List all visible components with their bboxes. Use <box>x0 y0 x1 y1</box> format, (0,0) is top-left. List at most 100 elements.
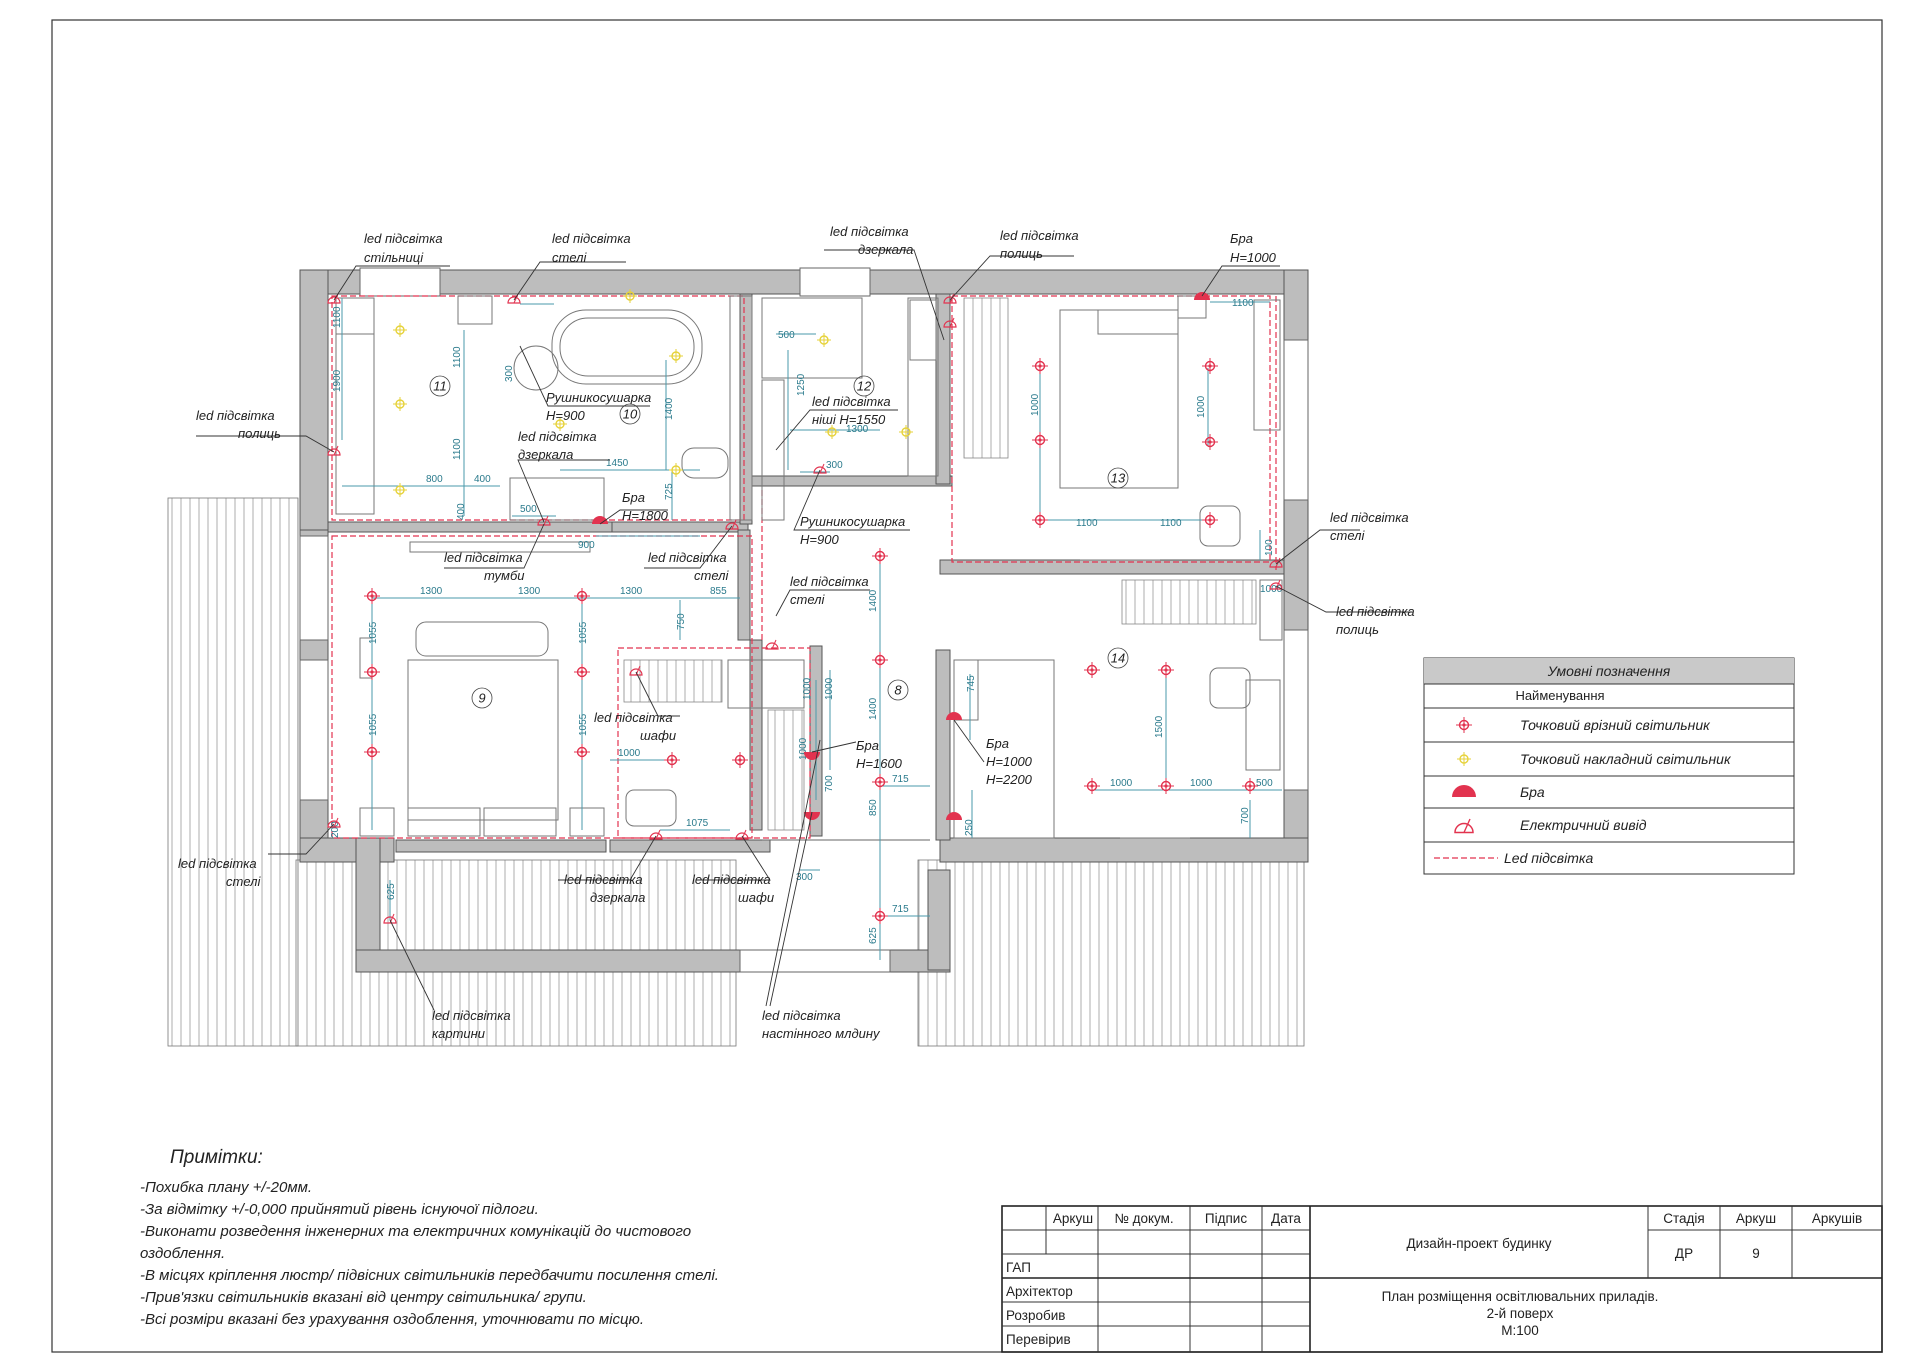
label-bra-2200-3: H=2200 <box>986 772 1033 787</box>
floor-plan: 1100 1900 800 400 400 1100 1100 500 300 … <box>167 224 1415 1047</box>
terrace-bottom-right <box>917 859 1305 1047</box>
dim-label: 800 <box>426 474 443 485</box>
label-steli-mid-1: led підсвітка <box>648 550 727 565</box>
legend-title: Умовні позначення <box>1547 663 1671 679</box>
legend-outlet-icon <box>1454 818 1474 834</box>
label-polyts-left-2: полиць <box>238 426 281 441</box>
dim-label: 1000 <box>1190 778 1213 789</box>
label-polyts-top-2: полиць <box>1000 246 1043 261</box>
dim-label: 1075 <box>686 818 709 829</box>
dim-label: 1100 <box>1076 518 1098 529</box>
dim-label: 1055 <box>368 621 379 644</box>
label-tumby-2: тумби <box>484 568 525 583</box>
legend-item-led: Led підсвітка <box>1504 850 1593 866</box>
dimension-labels: 1100 1900 800 400 400 1100 1100 500 300 … <box>330 298 1283 944</box>
note-line: -Всі розміри вказані без урахування оздо… <box>140 1311 644 1328</box>
label-shafy-1a: led підсвітка <box>594 710 673 725</box>
dim-label: 1000 <box>802 677 813 700</box>
label-mlynu-2: настінного млдину <box>762 1026 881 1041</box>
label-shafy-1b: шафи <box>640 728 676 743</box>
label-bra-1600-2: H=1600 <box>856 756 903 771</box>
label-dzerkala-mid-2: дзеркала <box>518 447 573 462</box>
label-dzerkala-top-2: дзеркала <box>858 242 913 257</box>
label-dzerkala-mid-1: led підсвітка <box>518 429 597 444</box>
dim-label: 1000 <box>618 748 641 759</box>
dim-label: 1400 <box>868 697 879 720</box>
dim-label: 715 <box>892 774 909 785</box>
note-line: -Похибка плану +/-20мм. <box>140 1179 312 1196</box>
label-steli-bottom-2: стелі <box>226 874 261 889</box>
tb-project: Дизайн-проект будинку <box>1406 1236 1551 1251</box>
wall-bottom-right <box>939 837 1309 863</box>
tb-stage-label: Стадія <box>1663 1211 1704 1226</box>
label-tumby-1: led підсвітка <box>444 550 523 565</box>
label-kartyny-1: led підсвітка <box>432 1008 511 1023</box>
dim-label: 500 <box>1256 778 1273 789</box>
legend-subtitle: Найменування <box>1515 688 1604 703</box>
label-shafy-2a: led підсвітка <box>692 872 771 887</box>
dim-label: 1300 <box>846 424 869 435</box>
dim-label: 855 <box>710 586 727 597</box>
label-steli-top-2: стелі <box>552 250 587 265</box>
note-line: оздоблення. <box>140 1245 225 1262</box>
room-number: 9 <box>478 691 485 706</box>
sheet-frame <box>51 19 1883 1353</box>
tb-row-arch: Архітектор <box>1006 1284 1073 1299</box>
dim-label: 1900 <box>332 369 343 392</box>
dim-label: 625 <box>868 927 879 944</box>
notes: Примітки: -Похибка плану +/-20мм. -За ві… <box>140 1147 719 1328</box>
room-number: 13 <box>1111 471 1126 486</box>
furniture <box>335 295 1283 841</box>
dim-label: 500 <box>778 330 795 341</box>
legend-header <box>1424 658 1794 684</box>
tb-drawing-title: План розміщення освітлювальних приладів. <box>1382 1289 1659 1304</box>
label-dzerkala-top-1: led підсвітка <box>830 224 909 239</box>
tb-stage: ДР <box>1675 1246 1693 1261</box>
label-rushnyk-1b: H=900 <box>546 408 585 423</box>
label-bra-1800-1: Бра <box>622 490 645 505</box>
note-line: -За відмітку +/-0,000 прийнятий рівень і… <box>140 1201 539 1218</box>
room-number: 8 <box>894 683 902 698</box>
tb-sheet-label: Аркуш <box>1736 1211 1776 1226</box>
note-line: -В місцях кріплення люстр/ підвісних сві… <box>140 1267 719 1284</box>
label-dzerkala-bottom-1: led підсвітка <box>564 872 643 887</box>
dim-label: 1055 <box>368 713 379 736</box>
dim-label: 300 <box>826 460 843 471</box>
dim-label: 200 <box>330 821 341 838</box>
dim-label: 1100 <box>1160 518 1182 529</box>
label-bra-2200-2: H=1000 <box>986 754 1033 769</box>
label-polyts-top-1: led підсвітка <box>1000 228 1079 243</box>
label-bra-1800-2: H=1800 <box>622 508 669 523</box>
label-steli-right-1: led підсвітка <box>1330 510 1409 525</box>
label-bra-2200-1: Бра <box>986 736 1009 751</box>
label-rushnyk-1a: Рушникосушарка <box>546 390 651 405</box>
label-polyts-right-1: led підсвітка <box>1336 604 1415 619</box>
dim-label: 745 <box>966 675 977 692</box>
dim-label: 1000 <box>1196 395 1207 418</box>
dim-label: 100 <box>1264 539 1275 556</box>
leader-lines <box>196 249 1412 1011</box>
room-number: 14 <box>1111 651 1125 666</box>
tb-floor: 2-й поверх <box>1487 1306 1554 1321</box>
tb-row-gap: ГАП <box>1006 1260 1031 1275</box>
dim-label: 300 <box>504 365 515 382</box>
dim-label: 1000 <box>1030 393 1041 416</box>
label-kartyny-2: картини <box>432 1026 485 1041</box>
dim-label: 1100 <box>332 306 343 328</box>
dim-label: 715 <box>892 904 909 915</box>
label-stilnytsi-1: led підсвітка <box>364 231 443 246</box>
legend-frame <box>1423 657 1795 875</box>
dim-label: 750 <box>676 613 687 630</box>
label-rushnyk-2b: H=900 <box>800 532 839 547</box>
note-line: -Прив'язки світильників вказані від цент… <box>140 1289 587 1306</box>
label-steli-bottom-1: led підсвітка <box>178 856 257 871</box>
dim-label: 250 <box>964 819 975 836</box>
dim-label: 1400 <box>664 397 675 420</box>
tb-row-check: Перевірив <box>1006 1332 1071 1347</box>
dimension-lines <box>341 298 1282 960</box>
label-steli-corr-2: стелі <box>790 592 825 607</box>
annotations: led підсвітка стільниці led підсвітка ст… <box>178 224 1415 1041</box>
dim-label: 1250 <box>796 373 807 396</box>
room-number: 12 <box>857 379 872 394</box>
dim-label: 1000 <box>1110 778 1133 789</box>
